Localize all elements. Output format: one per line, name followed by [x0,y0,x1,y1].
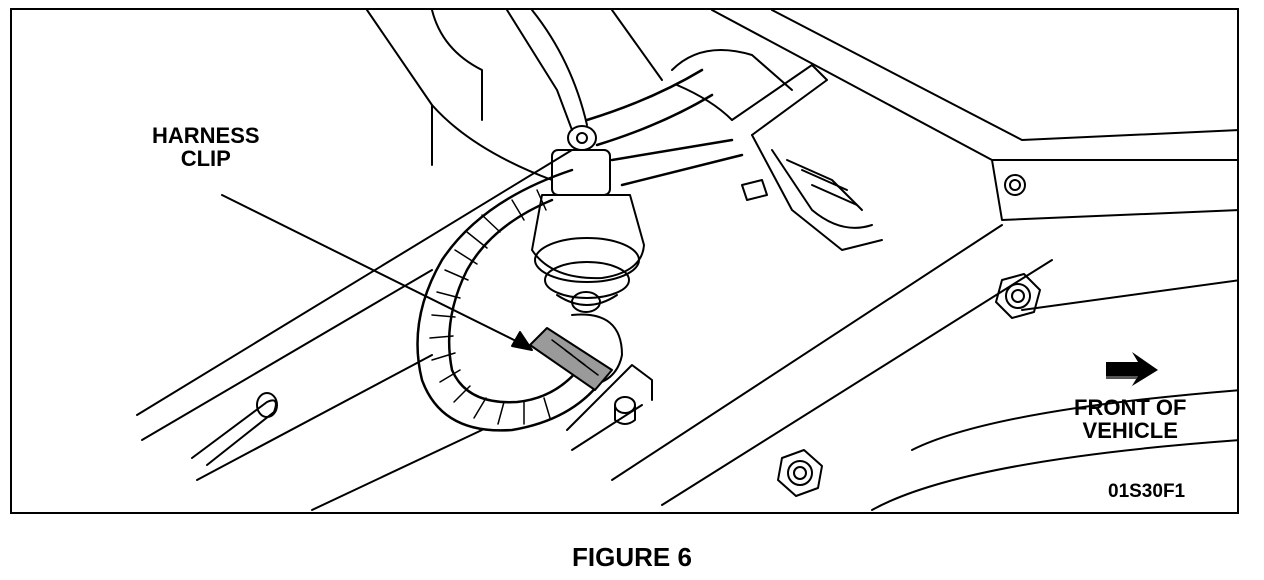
wiring-harness [416,68,744,432]
pressure-switch [531,125,645,386]
body-panel [611,10,1237,511]
left-rail [136,149,573,511]
harness-clip-label: HARNESS CLIP [152,124,260,170]
electrical-connector [671,49,883,251]
figure-code: 01S30F1 [1108,481,1186,502]
harness-label-line1: HARNESS [152,123,260,148]
harness-clip [529,327,613,391]
upper-tubes [366,10,663,181]
front-label-line1: FRONT OF [1074,395,1187,420]
bolt-middle [995,273,1041,319]
direction-arrow-icon [1106,352,1158,389]
bolt-upper [1004,174,1026,196]
front-label-line2: VEHICLE [1082,418,1178,444]
figure-caption: FIGURE 6 [572,542,692,572]
line-drawing [136,10,1237,511]
illustration-frame: HARNESS CLIP FRONT OF VEHICLE 01S30F1 [10,8,1239,514]
front-of-vehicle-label: FRONT OF VEHICLE [1074,396,1186,442]
harness-label-line2: CLIP [180,146,231,172]
clip-leader-arrow [221,194,533,351]
mounting-bracket [566,364,653,451]
bolt-lower [777,449,823,497]
